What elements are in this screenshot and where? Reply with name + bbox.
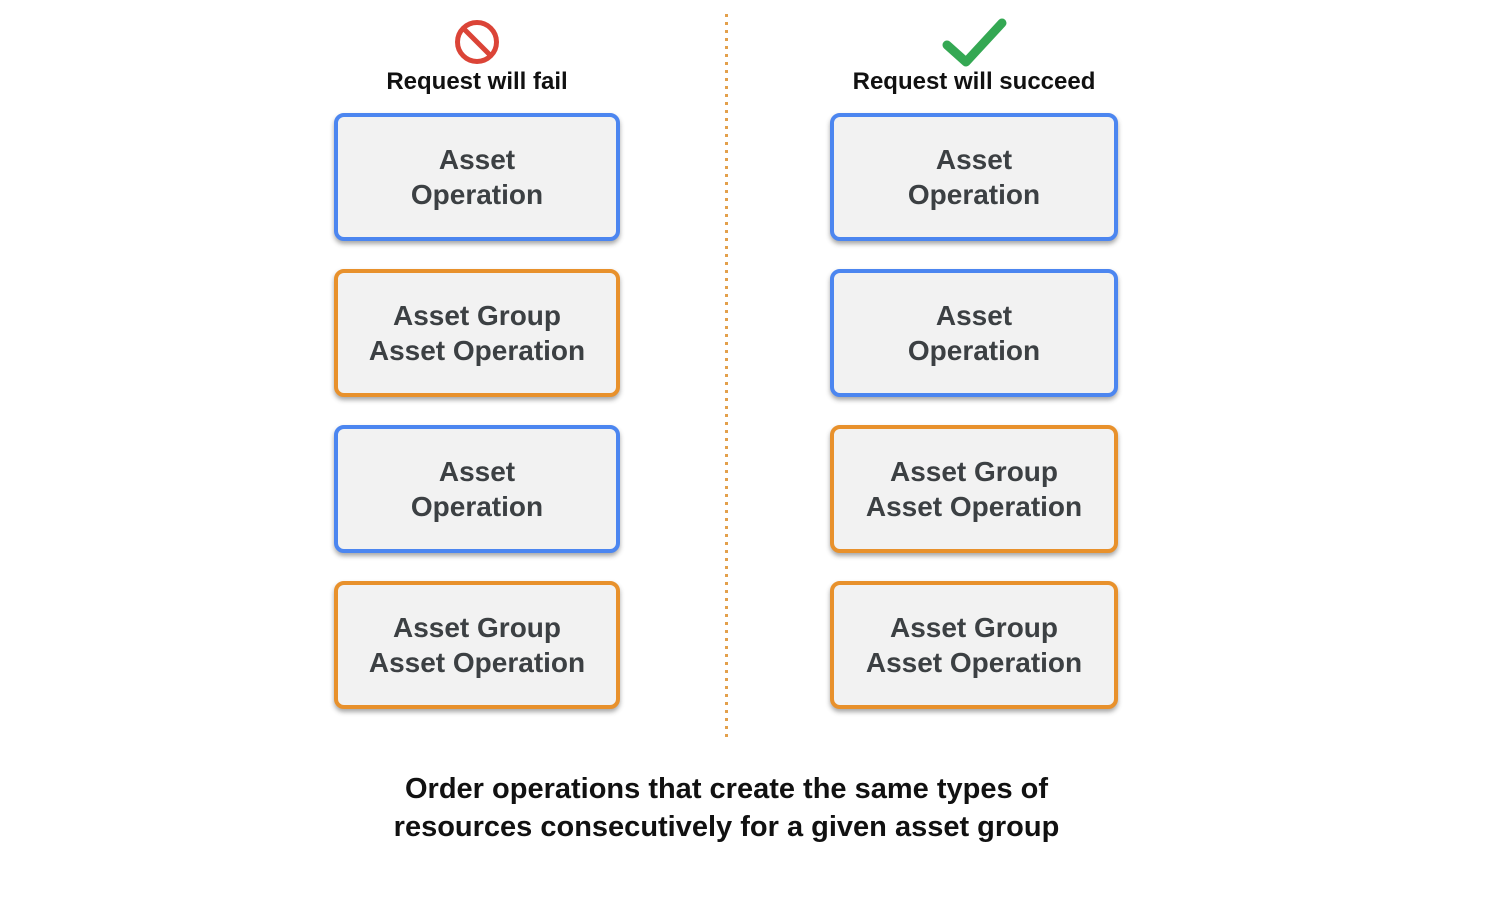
asset-group-asset-operation-box: Asset Group Asset Operation: [830, 581, 1118, 709]
succeed-column: Request will succeed Asset Operation Ass…: [830, 16, 1118, 737]
asset-group-asset-operation-box: Asset Group Asset Operation: [334, 581, 620, 709]
asset-group-asset-operation-box: Asset Group Asset Operation: [334, 269, 620, 397]
asset-operation-box: Asset Operation: [830, 269, 1118, 397]
dotted-divider: [725, 14, 728, 741]
asset-operation-box: Asset Operation: [334, 425, 620, 553]
succeed-column-title: Request will succeed: [852, 68, 1096, 95]
fail-column: Request will fail Asset Operation Asset …: [334, 16, 620, 737]
fail-column-title: Request will fail: [386, 68, 568, 95]
diagram-caption: Order operations that create the same ty…: [393, 773, 1060, 843]
asset-group-asset-operation-box: Asset Group Asset Operation: [830, 425, 1118, 553]
asset-operation-box: Asset Operation: [830, 113, 1118, 241]
prohibition-icon: [455, 20, 499, 64]
checkmark-icon: [942, 18, 1007, 67]
succeed-icon-wrap: [940, 16, 1008, 68]
asset-operation-box: Asset Operation: [334, 113, 620, 241]
fail-icon-wrap: [453, 16, 501, 68]
